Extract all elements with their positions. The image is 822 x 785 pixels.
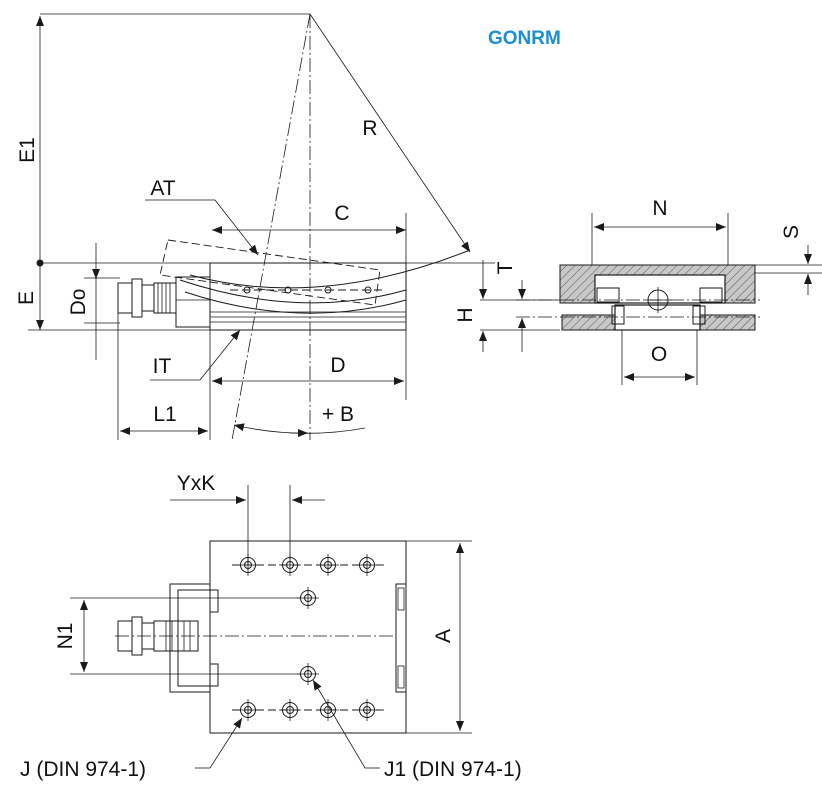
label-S: S bbox=[780, 225, 803, 239]
label-B: + B bbox=[322, 403, 354, 426]
label-T: T bbox=[494, 261, 517, 274]
label-J1: J1 (DIN 974-1) bbox=[384, 758, 522, 781]
label-H: H bbox=[454, 307, 477, 322]
label-Do: Do bbox=[67, 289, 90, 316]
label-YxK: YxK bbox=[177, 472, 216, 495]
label-IT: IT bbox=[153, 355, 172, 378]
side-view: E1 E Do bbox=[15, 13, 495, 441]
label-E1: E1 bbox=[16, 137, 39, 163]
label-L1: L1 bbox=[153, 403, 176, 426]
top-view: YxK bbox=[20, 472, 522, 781]
front-view: N S T H O bbox=[454, 197, 822, 385]
label-R: R bbox=[362, 117, 377, 140]
label-AT: AT bbox=[150, 177, 175, 200]
product-title: GONRM bbox=[488, 28, 561, 49]
label-N1: N1 bbox=[54, 623, 77, 650]
label-E: E bbox=[15, 291, 38, 305]
label-D: D bbox=[330, 354, 345, 377]
label-A: A bbox=[432, 629, 455, 643]
label-N: N bbox=[652, 197, 667, 220]
label-C: C bbox=[334, 202, 349, 225]
label-J: J (DIN 974-1) bbox=[20, 758, 146, 781]
label-O: O bbox=[651, 343, 667, 366]
